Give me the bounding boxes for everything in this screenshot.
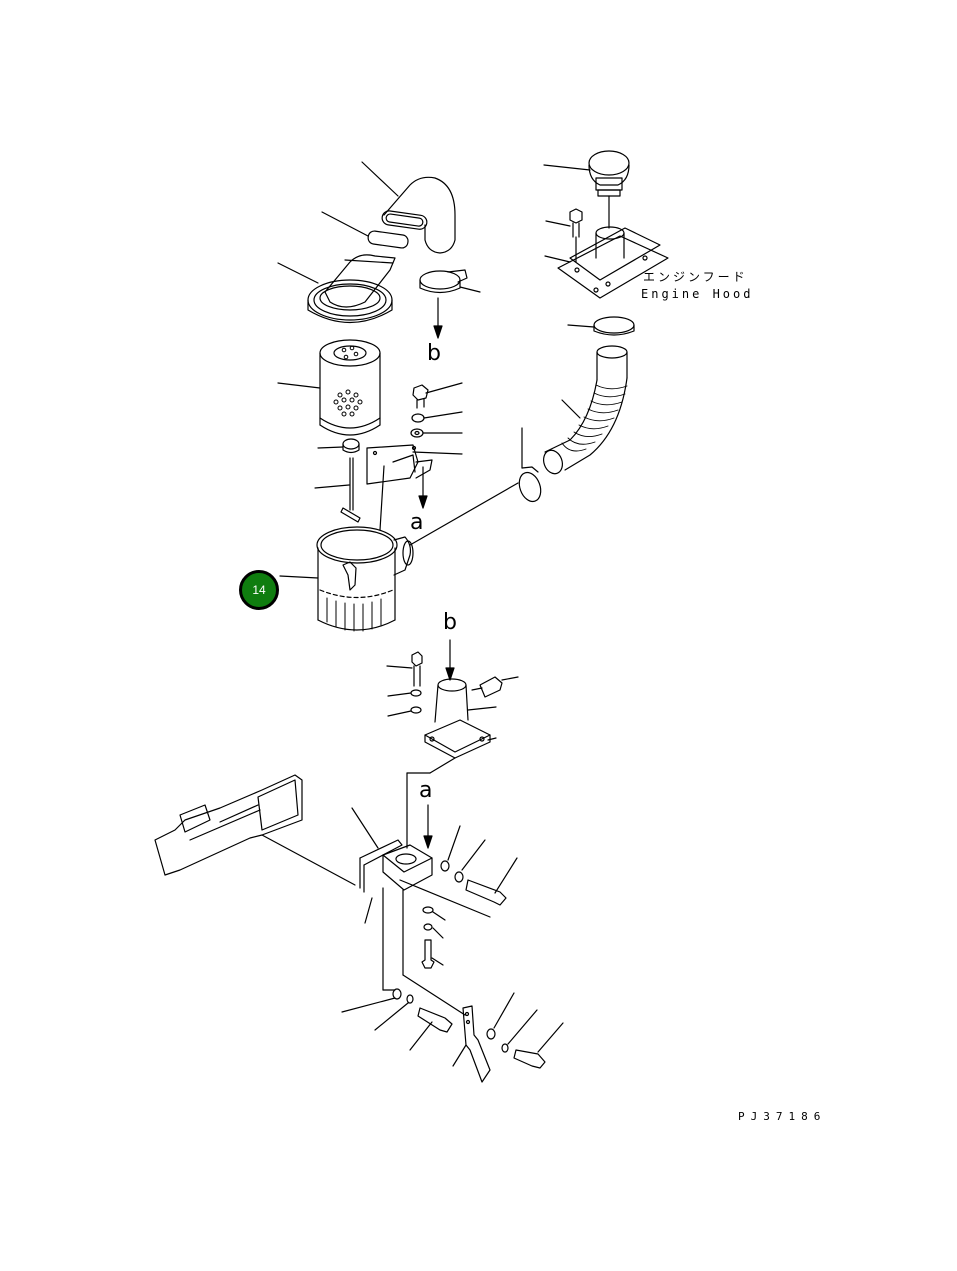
flexible-hose [542, 345, 628, 475]
sensor-switch [471, 676, 519, 698]
callout-number: 14 [252, 583, 266, 597]
hose-clamp [419, 269, 481, 339]
bolt [412, 382, 463, 409]
mounting-bracket [366, 444, 463, 531]
intake-duct [154, 774, 356, 886]
wing-nut [317, 438, 360, 454]
engine-hood-label-jp: エンジンフード [643, 270, 748, 284]
right-fasteners [421, 825, 518, 969]
mid-flat-washer [387, 706, 422, 717]
part-callout-14[interactable]: 14 [239, 570, 279, 610]
hose-clamp-lower [518, 427, 542, 503]
hood-flange [544, 226, 669, 299]
rod-bolt [314, 457, 361, 523]
elbow-pipe [361, 161, 456, 254]
flat-washer [410, 428, 463, 438]
outlet-elbow [406, 639, 497, 849]
filter-cover [277, 254, 396, 324]
rain-cap [543, 150, 630, 229]
adapter-plate [351, 804, 491, 1016]
connection-label-b-bottom: b [443, 610, 457, 635]
air-cleaner-body [279, 482, 519, 632]
drawing-code: PJ37186 [738, 1110, 827, 1123]
connection-label-b-top: b [427, 341, 441, 366]
gasket [321, 211, 409, 249]
hood-bolt [545, 208, 583, 263]
connection-label-a-top: a [410, 510, 424, 535]
mid-lock-washer [387, 689, 422, 697]
connection-label-a-bottom: a [419, 778, 433, 803]
mid-bolt [386, 651, 423, 687]
bottom-fasteners [341, 988, 564, 1083]
engine-hood-label-en: Engine Hood [641, 287, 754, 301]
lock-washer [411, 411, 463, 423]
hose-clamp-upper [567, 316, 635, 336]
filter-element [277, 339, 381, 436]
